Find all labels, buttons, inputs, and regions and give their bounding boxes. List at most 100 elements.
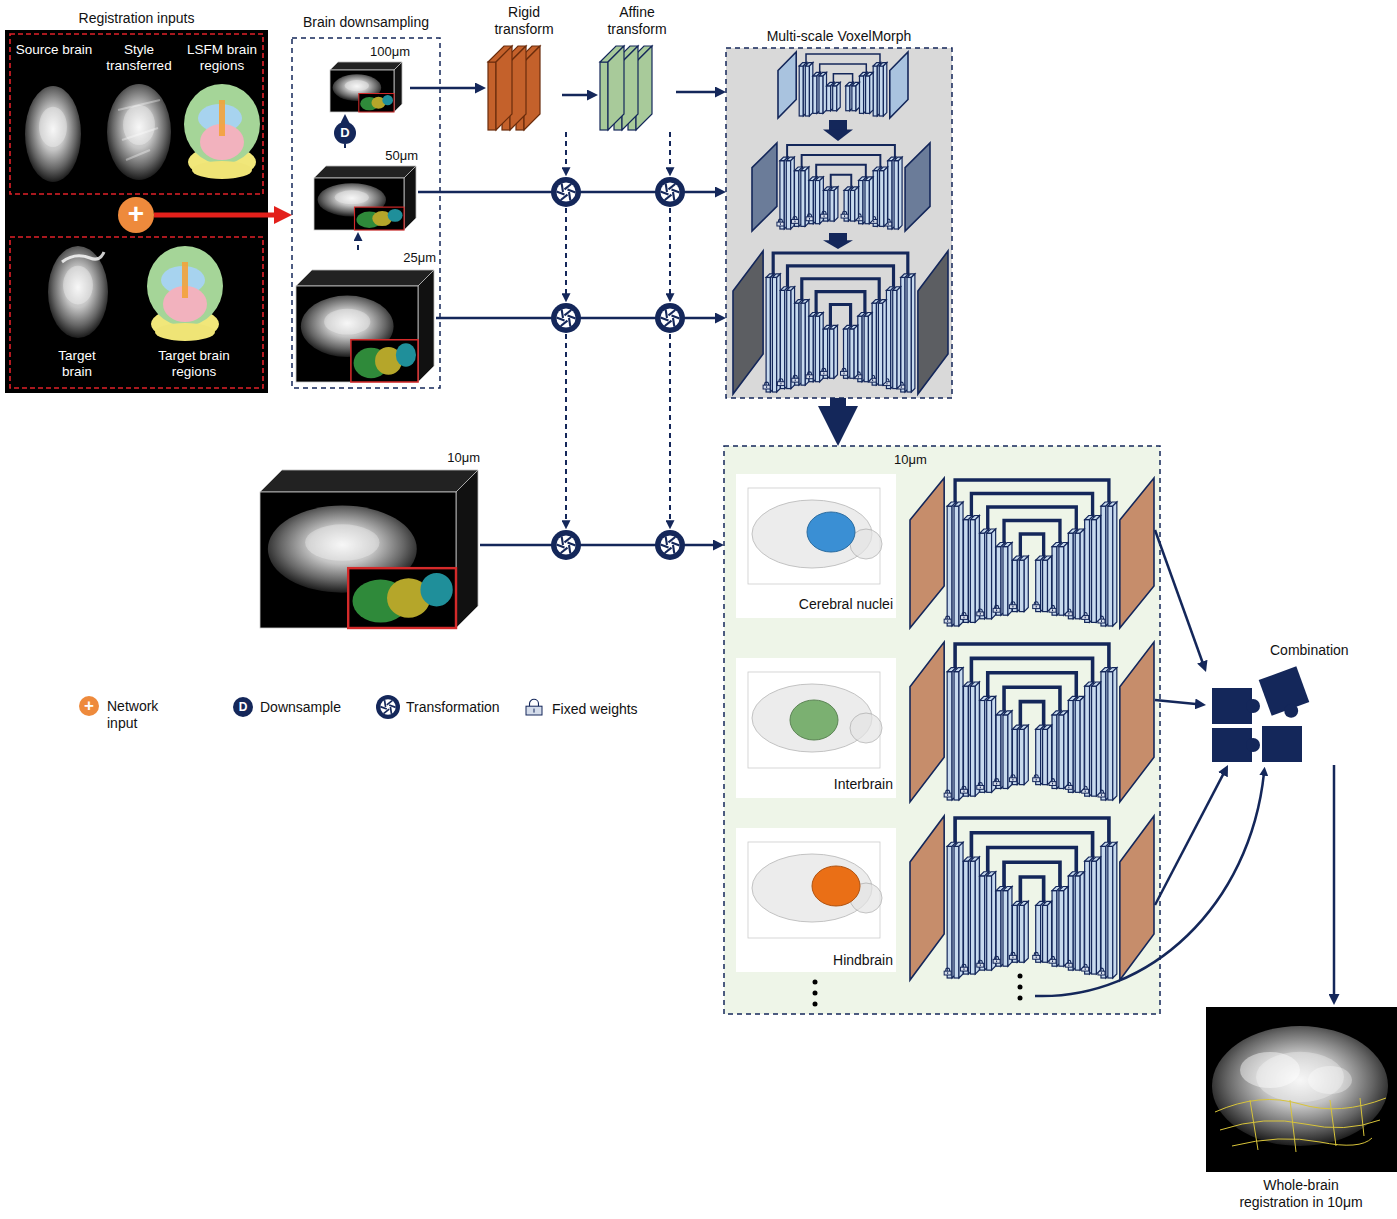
lock-keyhole xyxy=(1101,620,1102,622)
target-frame xyxy=(10,237,263,388)
brain-structure xyxy=(1308,1066,1352,1094)
input-panel: Registration inputsSource brainStyle tra… xyxy=(5,6,268,393)
slab-front xyxy=(1075,533,1080,619)
node-text: 50μm xyxy=(368,148,418,164)
slab-front xyxy=(772,277,776,392)
volume-top xyxy=(260,470,478,492)
slab-side xyxy=(608,46,624,130)
transformation-symbol xyxy=(655,303,685,333)
slab-front xyxy=(600,62,608,130)
slab-side xyxy=(1024,556,1028,612)
network-plate xyxy=(1120,478,1154,628)
slab-side xyxy=(975,516,979,623)
slab-front xyxy=(1043,905,1048,962)
lock-keyhole xyxy=(1012,606,1013,608)
shutter-aperture xyxy=(660,182,679,201)
slab-side xyxy=(834,325,838,378)
skip-connection xyxy=(971,658,1092,682)
slab-side xyxy=(791,287,795,389)
regions-inset xyxy=(355,207,405,230)
slab-front xyxy=(880,171,884,227)
lock-keyhole xyxy=(1068,613,1069,615)
lock-keyhole xyxy=(780,383,781,385)
shutter-blade xyxy=(673,318,674,327)
slab-front xyxy=(1068,533,1073,619)
atlas-cortex xyxy=(147,246,223,326)
slab-front xyxy=(947,846,952,978)
transformation-symbol xyxy=(655,530,685,560)
slab-front xyxy=(970,861,975,974)
skip-connection xyxy=(1020,702,1043,726)
legend-symbol: + xyxy=(79,696,99,716)
slab-front xyxy=(879,66,883,116)
node-text: Brain downsampling xyxy=(292,14,440,31)
slab-side xyxy=(1096,682,1100,796)
slab-side xyxy=(883,63,886,116)
slab-front xyxy=(1003,715,1008,789)
source-frame xyxy=(10,34,263,194)
lock-keyhole xyxy=(872,379,873,381)
ellipsis-dot xyxy=(813,991,818,996)
slab-side xyxy=(855,187,859,221)
lock-keyhole xyxy=(901,386,902,388)
shutter-blade xyxy=(673,545,674,554)
slab-side xyxy=(992,872,996,970)
slab-front xyxy=(901,277,905,392)
shutter-blade xyxy=(666,536,667,545)
lock-keyhole xyxy=(844,372,845,374)
lock-body xyxy=(977,785,984,789)
slab-front xyxy=(830,329,834,378)
skip-connection xyxy=(773,253,908,274)
node-text: 25μm xyxy=(386,250,436,266)
voxelmorph-frame xyxy=(726,48,952,398)
slab-front xyxy=(980,876,985,970)
legend-symbol xyxy=(523,697,545,721)
shutter-blade xyxy=(666,183,667,192)
puzzle-piece-group xyxy=(1259,666,1313,724)
slab-front xyxy=(1052,891,1057,967)
slab-front xyxy=(1059,891,1064,967)
lock-keyhole xyxy=(947,620,948,622)
slab-front xyxy=(795,303,799,385)
slab-front xyxy=(850,329,854,378)
node-text: D xyxy=(334,122,356,144)
regions-inset xyxy=(351,340,418,382)
lock-body xyxy=(841,371,848,375)
legend-text: Network input xyxy=(107,698,177,732)
atlas-tract xyxy=(182,262,188,298)
connector xyxy=(357,238,359,250)
lock-keyhole xyxy=(888,223,889,225)
lock-keyhole xyxy=(1085,968,1086,970)
inset-region xyxy=(388,209,403,222)
skip-connection xyxy=(955,480,1109,502)
brain-region xyxy=(812,866,860,906)
region-image-ground xyxy=(736,658,896,798)
slab-front xyxy=(872,303,876,385)
lock-keyhole xyxy=(1012,956,1013,958)
slab-front xyxy=(954,846,959,978)
slab-front xyxy=(865,181,869,224)
slab-front xyxy=(830,190,834,221)
lock-body xyxy=(777,222,784,226)
node-text: 100μm xyxy=(362,44,410,60)
lock-keyhole xyxy=(886,383,887,385)
network-plate xyxy=(910,478,944,628)
slab-front xyxy=(1043,729,1048,784)
transform-feed-arrow xyxy=(669,132,671,170)
slab-front xyxy=(970,520,975,623)
slab-front xyxy=(850,190,854,221)
network-plate xyxy=(752,143,777,231)
slab-front xyxy=(886,290,890,388)
lock-body xyxy=(841,214,848,218)
node-text: Target brain xyxy=(47,348,107,380)
ellipsis-dot xyxy=(1018,985,1023,990)
shutter-blade xyxy=(568,315,576,318)
shutter-blade xyxy=(385,700,386,707)
slab-front xyxy=(963,861,968,974)
slab-front xyxy=(801,303,805,385)
volume-side xyxy=(456,470,478,628)
network-plate xyxy=(890,52,908,118)
region-network-row: Hindbrain xyxy=(733,812,1155,984)
node-text: Whole-brain registration in 10μm xyxy=(1231,1177,1371,1211)
